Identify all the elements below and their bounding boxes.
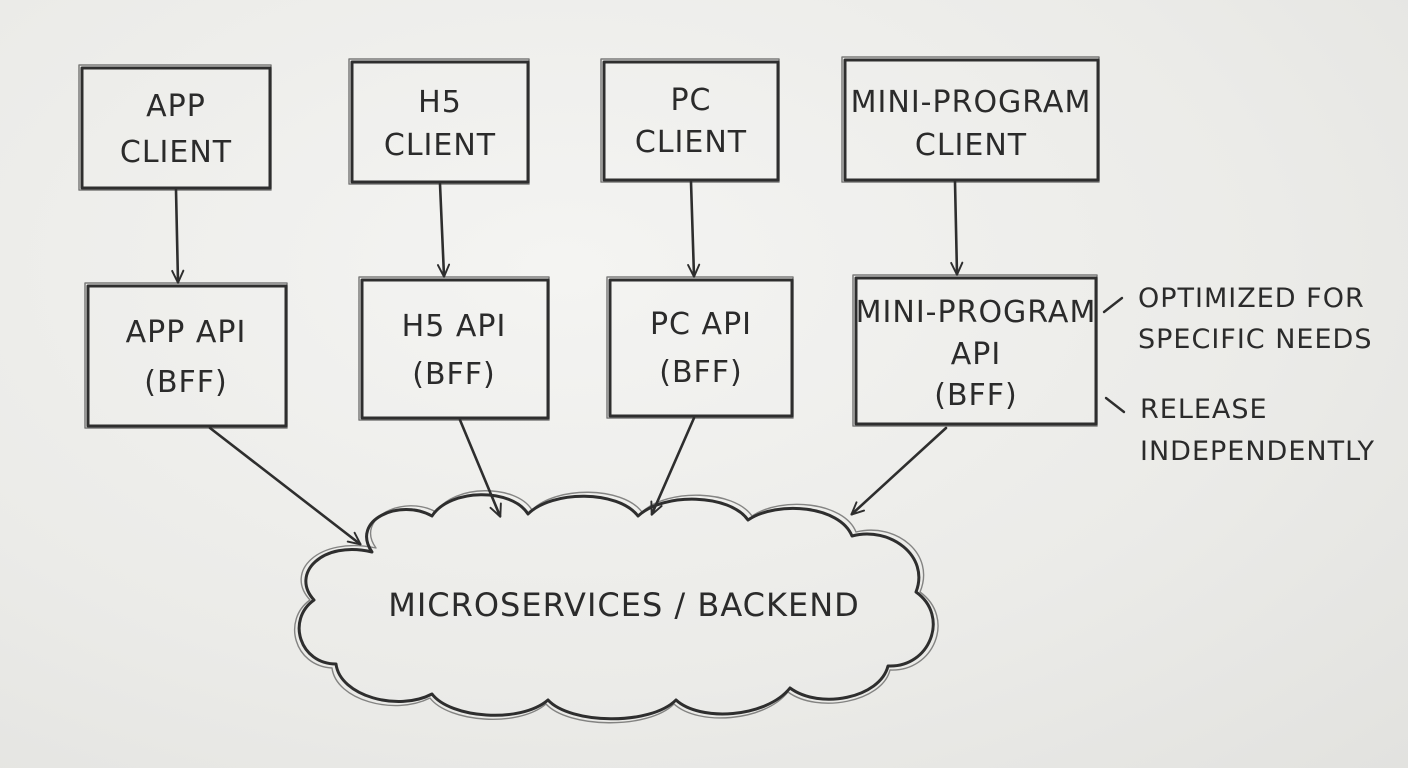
client-label-line-1: APP <box>146 89 206 124</box>
api-label-line-2: (BFF) <box>412 357 496 392</box>
arrow-mini-program-client-to-api <box>950 180 964 276</box>
annotation-optimized-line-2: SPECIFIC NEEDS <box>1138 324 1372 355</box>
api-label-line-2: (BFF) <box>659 355 743 390</box>
annotation-release-line-2: INDEPENDENTLY <box>1140 436 1375 467</box>
annotation-release-line-1: RELEASE <box>1140 394 1268 425</box>
api-box-app: APP API (BFF) <box>84 282 288 429</box>
client-box-app: APP CLIENT <box>78 64 272 191</box>
api-label-line-1: MINI-PROGRAM <box>856 295 1097 330</box>
arrow-h5-api-to-backend <box>458 418 502 518</box>
arrow-pc-client-to-api <box>687 180 701 278</box>
arrow-app-client-to-api <box>171 188 185 284</box>
arrow-h5-client-to-api <box>436 182 451 278</box>
client-box-mini-program: MINI-PROGRAM CLIENT <box>841 56 1100 183</box>
client-label-line-1: PC <box>670 83 711 118</box>
backend-label: MICROSERVICES / BACKEND <box>388 586 860 624</box>
client-label-line-2: CLIENT <box>635 125 747 160</box>
api-label-line-1: APP API <box>126 315 247 350</box>
api-label-line-1: H5 API <box>402 309 507 344</box>
arrow-pc-api-to-backend <box>650 416 696 516</box>
annotation-tick-optimized <box>1102 296 1124 314</box>
annotation-tick-release <box>1104 396 1126 414</box>
client-label-line-2: CLIENT <box>120 135 232 170</box>
arrow-app-api-to-backend <box>208 426 362 546</box>
api-label-line-3: (BFF) <box>934 378 1018 413</box>
client-label-line-2: CLIENT <box>915 128 1027 163</box>
api-box-h5: H5 API (BFF) <box>358 276 550 421</box>
client-box-pc: PC CLIENT <box>600 58 780 183</box>
backend-cloud: MICROSERVICES / BACKEND <box>293 490 939 724</box>
api-label-line-2: (BFF) <box>144 365 228 400</box>
client-box-h5: H5 CLIENT <box>348 58 530 185</box>
api-box-mini-program: MINI-PROGRAM API (BFF) <box>852 274 1098 427</box>
client-label-line-1: H5 <box>418 85 462 120</box>
api-box-pc: PC API (BFF) <box>606 276 794 419</box>
api-label-line-1: PC API <box>650 307 752 342</box>
client-label-line-2: CLIENT <box>384 128 496 163</box>
arrow-mini-program-api-to-backend <box>850 426 948 516</box>
api-label-line-2: API <box>951 337 1001 372</box>
annotation-optimized-line-1: OPTIMIZED FOR <box>1138 283 1365 314</box>
client-label-line-1: MINI-PROGRAM <box>851 85 1092 120</box>
